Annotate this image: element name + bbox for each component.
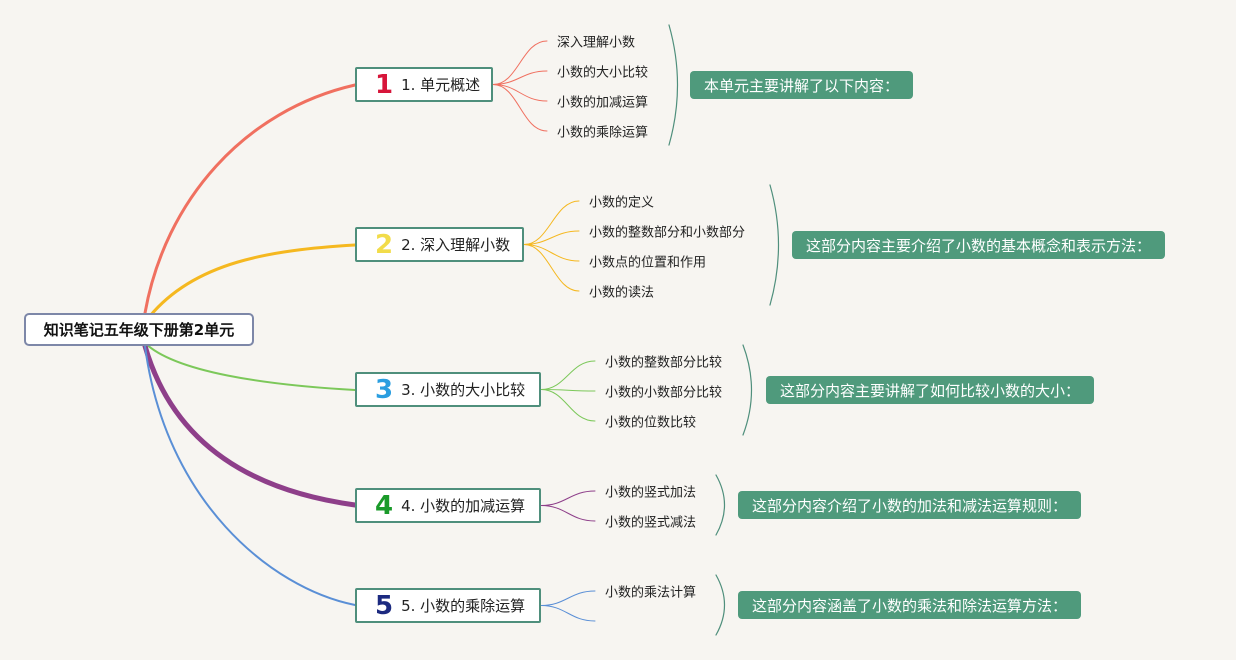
- topic-node-5[interactable]: 5 5. 小数的乘除运算: [355, 588, 541, 623]
- sub-connector: [523, 244, 580, 292]
- topic-label: 3. 小数的大小比较: [401, 381, 526, 399]
- topic-node-2[interactable]: 2 2. 深入理解小数: [355, 227, 524, 262]
- branch-line-3: [144, 342, 356, 391]
- sub-connector: [523, 230, 580, 245]
- sub-connector: [540, 389, 596, 422]
- number-5-icon: 5: [375, 590, 394, 621]
- sub-connector: [523, 200, 580, 245]
- subtopic-item[interactable]: 小数的定义: [589, 195, 655, 211]
- topic-label: 5. 小数的乘除运算: [401, 597, 526, 615]
- subtopic-item[interactable]: 深入理解小数: [557, 35, 636, 51]
- summary-bracket: [715, 474, 725, 536]
- subtopic-item[interactable]: 小数的读法: [589, 285, 655, 301]
- branch-line-1: [143, 83, 357, 315]
- sub-connector: [540, 505, 596, 522]
- topic-node-1[interactable]: 1 1. 单元概述: [355, 67, 493, 102]
- subtopic-item[interactable]: 小数的乘法计算: [605, 585, 697, 601]
- number-1-icon: 1: [375, 69, 394, 100]
- topic-label: 2. 深入理解小数: [401, 236, 511, 254]
- number-3-icon: 3: [375, 374, 394, 405]
- summary-node-3[interactable]: 这部分内容主要讲解了如何比较小数的大小：: [766, 376, 1095, 404]
- sub-connector: [540, 605, 596, 622]
- subtopic-item[interactable]: 小数的整数部分比较: [605, 355, 723, 371]
- topic-label: 4. 小数的加减运算: [401, 497, 526, 515]
- subtopic-item[interactable]: 小数的竖式减法: [605, 515, 697, 531]
- summary-node-4[interactable]: 这部分内容介绍了小数的加法和减法运算规则：: [738, 491, 1082, 519]
- summary-bracket: [668, 24, 679, 146]
- subtopic-item[interactable]: 小数的小数部分比较: [605, 385, 723, 401]
- summary-node-1[interactable]: 本单元主要讲解了以下内容：: [690, 71, 914, 99]
- subtopic-item[interactable]: 小数的加减运算: [557, 95, 649, 111]
- number-2-icon: 2: [375, 229, 394, 260]
- subtopic-item[interactable]: 小数的竖式加法: [605, 485, 697, 501]
- root-label: 知识笔记五年级下册第2单元: [43, 321, 235, 339]
- sub-connector: [492, 40, 548, 85]
- sub-connector: [540, 590, 596, 606]
- branch-line-5: [144, 345, 356, 606]
- sub-connector: [540, 389, 596, 392]
- summary-bracket: [715, 574, 725, 636]
- topic-node-3[interactable]: 3 3. 小数的大小比较: [355, 372, 541, 407]
- number-4-icon: 4: [375, 490, 394, 521]
- subtopic-item[interactable]: 小数点的位置和作用: [589, 255, 707, 271]
- sub-connector: [492, 84, 548, 102]
- subtopic-item[interactable]: 小数的乘除运算: [557, 125, 649, 141]
- topic-node-4[interactable]: 4 4. 小数的加减运算: [355, 488, 541, 523]
- sub-connector: [492, 84, 548, 132]
- summary-node-5[interactable]: 这部分内容涵盖了小数的乘法和除法运算方法：: [738, 591, 1082, 619]
- topic-label: 1. 单元概述: [401, 76, 481, 94]
- subtopic-item[interactable]: 小数的大小比较: [557, 65, 649, 81]
- summary-node-2[interactable]: 这部分内容主要介绍了小数的基本概念和表示方法：: [792, 231, 1166, 259]
- sub-connector: [540, 490, 596, 506]
- summary-bracket: [742, 344, 753, 436]
- sub-connector: [540, 360, 596, 390]
- subtopic-item[interactable]: 小数的位数比较: [605, 415, 697, 431]
- sub-connector: [492, 70, 548, 85]
- subtopic-item[interactable]: 小数的整数部分和小数部分: [589, 225, 746, 241]
- summary-bracket: [769, 184, 780, 306]
- sub-connector: [523, 244, 580, 262]
- branch-line-2: [148, 243, 357, 318]
- root-node[interactable]: 知识笔记五年级下册第2单元: [24, 313, 254, 346]
- branch-line-4: [142, 343, 358, 508]
